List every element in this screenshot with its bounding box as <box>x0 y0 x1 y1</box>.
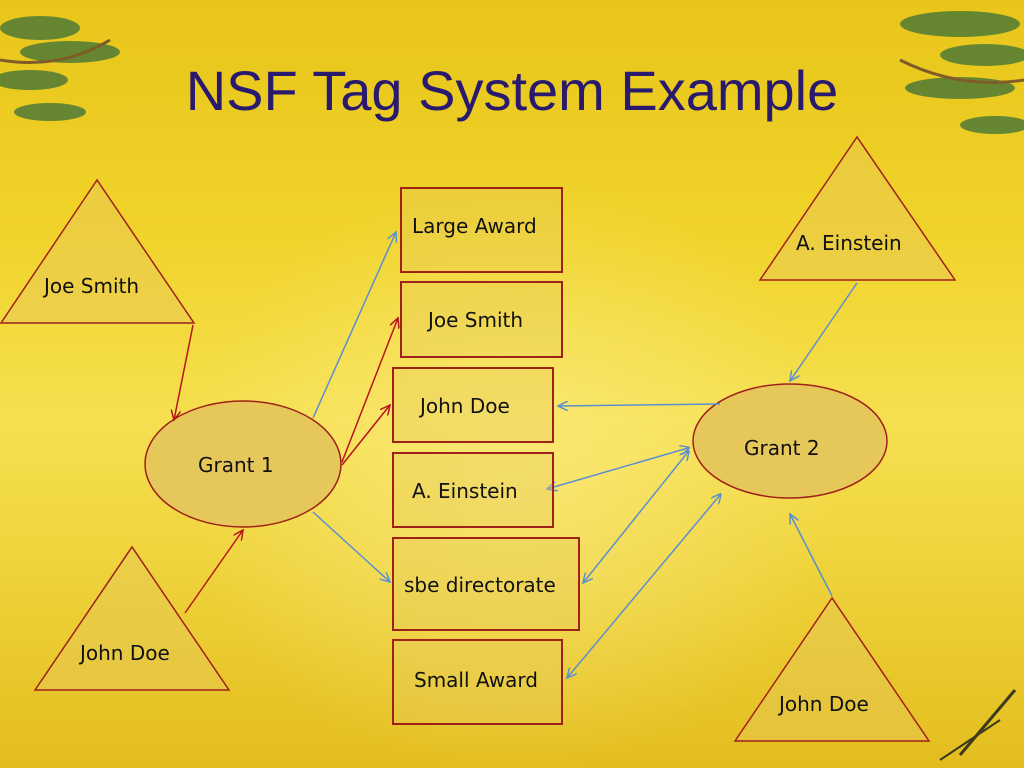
arrow-grant2-einstein-tag <box>547 448 688 489</box>
tag-label-john-doe: John Doe <box>420 394 510 418</box>
tag-label-joe-smith: Joe Smith <box>428 308 524 332</box>
grant2-ellipse <box>692 383 888 499</box>
triangle-label-john-doe-left: John Doe <box>80 641 170 665</box>
pine-branch-right-icon <box>899 11 1024 134</box>
arrow-grant2-small-award <box>567 495 720 678</box>
arrow-grant1-to-john-doe-tag <box>341 405 390 466</box>
arrow-grant1-to-large-award <box>312 232 396 419</box>
triangle-joe-smith <box>0 178 196 324</box>
triangle-john-doe-right <box>733 596 931 742</box>
arrow-grant1-to-sbe <box>312 511 390 582</box>
grant2-label: Grant 2 <box>744 436 820 460</box>
triangle-label-joe-smith: Joe Smith <box>44 274 140 298</box>
grant1-ellipse <box>144 400 342 528</box>
grass-stroke-icon <box>958 689 1017 756</box>
pine-branch-left-icon <box>0 16 120 121</box>
triangle-label-john-doe-right: John Doe <box>779 692 869 716</box>
tag-box-sbe-directorate <box>392 537 580 631</box>
tag-label-small-award: Small Award <box>414 668 538 692</box>
arrow-john-doe-to-grant1 <box>184 530 243 614</box>
arrow-einstein-to-grant2 <box>790 282 858 381</box>
grant1-label: Grant 1 <box>198 453 274 477</box>
tag-box-large-award <box>400 187 563 273</box>
tag-label-large-award: Large Award <box>412 214 537 238</box>
tag-label-sbe-directorate: sbe directorate <box>404 573 556 597</box>
tag-box-a-einstein <box>392 452 554 528</box>
tag-box-joe-smith <box>400 281 563 358</box>
arrow-john-doe-to-grant2 <box>790 514 833 597</box>
triangle-label-a-einstein: A. Einstein <box>796 231 902 255</box>
arrow-joe-smith-to-grant1 <box>174 324 194 420</box>
triangle-a-einstein <box>758 135 957 281</box>
arrow-grant1-to-joe-smith-tag <box>341 318 398 463</box>
arrow-grant2-to-john-doe-tag <box>558 404 721 406</box>
slide-title: NSF Tag System Example <box>185 59 839 122</box>
tag-box-john-doe <box>392 367 554 443</box>
arrow-grant2-sbe-tag <box>583 452 688 583</box>
tag-box-small-award <box>392 639 563 725</box>
tag-label-a-einstein: A. Einstein <box>412 479 518 503</box>
triangle-john-doe-left <box>33 545 231 691</box>
